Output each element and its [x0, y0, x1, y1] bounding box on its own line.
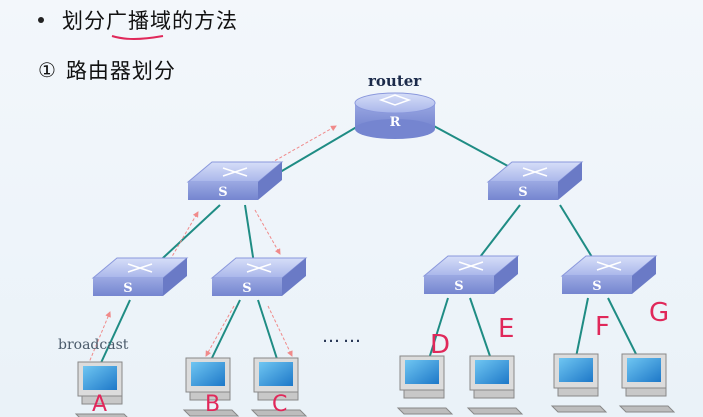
switch-2-icon: S — [486, 161, 584, 200]
switch-glyph: S — [242, 281, 251, 296]
switch-glyph: S — [518, 185, 527, 200]
link-s6-pcG — [607, 297, 641, 363]
arrow-s4-pcB — [205, 305, 235, 357]
link-s3-pcA — [99, 299, 131, 366]
switch-3-icon: S — [91, 257, 189, 296]
pc-c-computer-icon — [250, 357, 308, 417]
router-icon: R — [354, 92, 436, 139]
links — [99, 124, 641, 366]
switch-glyph: S — [454, 279, 463, 294]
switch-glyph: S — [592, 279, 601, 294]
subtitle-line: ① 路由器划分 — [38, 56, 176, 84]
hand-letter-b: B — [205, 392, 221, 417]
switch-6-icon: S — [560, 255, 658, 294]
broadcast-label: broadcast — [58, 337, 129, 353]
hand-letter-a: A — [92, 392, 108, 417]
pc-d-computer-icon — [396, 355, 454, 415]
pc-b-computer-icon — [182, 357, 240, 417]
arrow-s3-s1 — [169, 211, 199, 261]
link-s6-pcF — [574, 297, 589, 363]
hand-letter-f: F — [595, 312, 610, 342]
ellipsis: …… — [322, 326, 364, 347]
switch-4-icon: S — [210, 257, 308, 296]
page-title: 划分广播域的方法 — [62, 9, 238, 33]
switch-glyph: S — [123, 281, 132, 296]
link-s5-pcD — [427, 297, 449, 363]
subtitle: 路由器划分 — [65, 59, 176, 83]
switch-1-icon: S — [186, 161, 284, 200]
switch-5-icon: S — [422, 255, 520, 294]
hand-letter-d: D — [430, 330, 451, 360]
switch-glyph: S — [218, 185, 227, 200]
pc-g-computer-icon — [618, 353, 676, 413]
arrow-s4-pcC — [267, 305, 293, 357]
hand-letter-e: E — [498, 314, 515, 344]
step-number: ① — [38, 58, 56, 82]
title-line: 划分广播域的方法 — [38, 6, 238, 34]
arrow-s1-s4 — [254, 209, 281, 255]
link-router-s1 — [269, 124, 361, 179]
hand-letter-g: G — [649, 298, 670, 328]
link-s4-pcC — [257, 299, 279, 363]
arrow-pcA-s3 — [87, 311, 111, 366]
arrow-s1-router — [261, 125, 337, 169]
pc-a-computer-icon — [74, 361, 128, 417]
hand-letter-c: C — [272, 392, 288, 417]
pc-e-computer-icon — [466, 355, 524, 415]
pc-f-computer-icon — [550, 353, 608, 413]
link-s5-pcE — [469, 297, 493, 363]
router-label: router — [368, 72, 422, 90]
link-s4-pcB — [209, 299, 241, 363]
bullet-icon — [38, 17, 44, 23]
router-glyph: R — [390, 115, 401, 130]
broadcast-arrows — [87, 125, 337, 366]
